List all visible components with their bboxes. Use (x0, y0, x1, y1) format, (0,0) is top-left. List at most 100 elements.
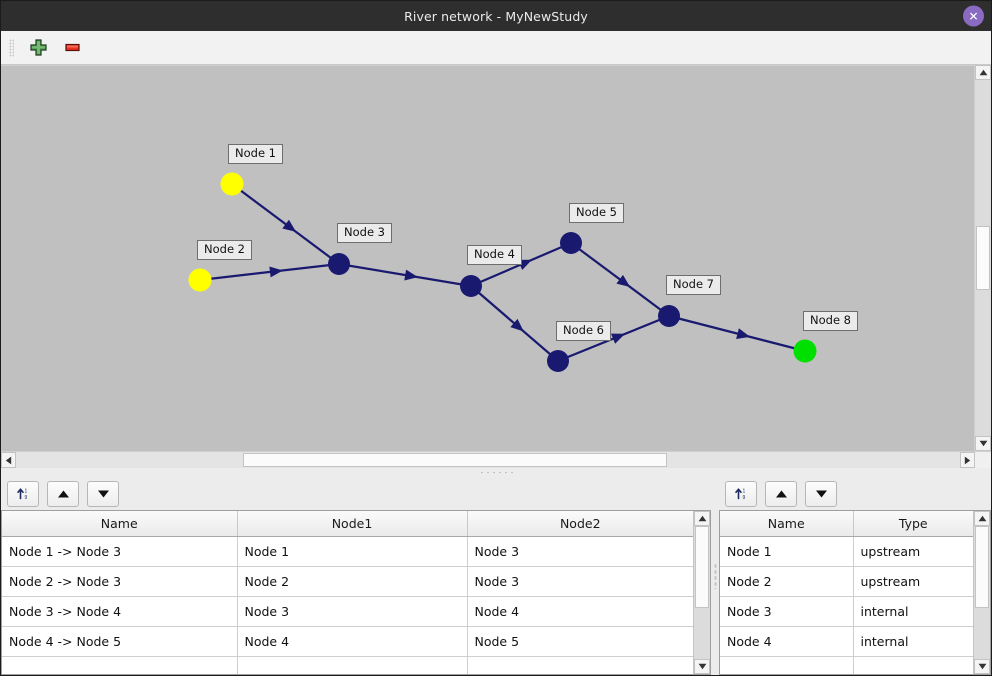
branch-vertical-scrollbar[interactable] (693, 511, 710, 674)
table-row-empty[interactable] (720, 656, 973, 674)
table-cell[interactable]: Node 1 (720, 536, 854, 567)
table-cell[interactable]: Node 2 (720, 566, 854, 597)
graph-node[interactable] (560, 232, 582, 254)
table-cell[interactable]: Node 1 (237, 536, 468, 567)
branch-move-down-icon[interactable] (87, 480, 119, 507)
graph-edge[interactable] (338, 262, 472, 288)
table-cell-empty[interactable] (720, 656, 854, 674)
graph-node-label[interactable]: Node 3 (337, 223, 392, 243)
graph-node[interactable] (460, 275, 482, 297)
toolbar-grip[interactable] (9, 38, 14, 57)
node-vscroll-track[interactable] (974, 526, 990, 659)
canvas-vscroll-thumb[interactable] (976, 225, 990, 291)
delete-minus-icon[interactable] (62, 38, 82, 58)
table-cell[interactable]: Node 3 (467, 536, 693, 567)
scroll-right-arrow-icon[interactable] (960, 452, 975, 468)
canvas-hscroll-thumb[interactable] (242, 453, 668, 467)
graph-node-label[interactable]: Node 8 (803, 311, 858, 331)
scrollbar-corner (975, 452, 991, 468)
table-cell-empty[interactable] (467, 656, 693, 674)
vertical-splitter[interactable] (711, 477, 719, 675)
table-cell[interactable]: Node 2 -> Node 3 (2, 566, 238, 597)
branch-vscroll-thumb[interactable] (695, 526, 709, 609)
branch-scroll-down-arrow-icon[interactable] (694, 659, 710, 674)
node-sort-icon[interactable]: 1 9 (725, 480, 757, 507)
graph-node[interactable] (793, 339, 817, 363)
window-title: River network - MyNewStudy (404, 8, 588, 24)
table-cell[interactable]: Node 3 -> Node 4 (2, 596, 238, 627)
table-cell[interactable]: Node 5 (467, 626, 693, 657)
scroll-up-arrow-icon[interactable] (975, 65, 991, 80)
network-canvas[interactable]: Node 1 Node 2 Node 3 Node 4 Node 5 Node 6 Node… (1, 65, 974, 451)
table-row-empty[interactable] (2, 656, 693, 674)
table-cell-empty[interactable] (2, 656, 238, 674)
column-header[interactable]: Type (853, 511, 973, 537)
node-vscroll-thumb[interactable] (975, 526, 989, 609)
node-scroll-down-arrow-icon[interactable] (974, 659, 990, 674)
graph-node-label[interactable]: Node 5 (569, 203, 624, 223)
table-cell[interactable]: Node 4 (720, 626, 854, 657)
branch-sort-icon[interactable]: 1 9 (7, 480, 39, 507)
scroll-down-arrow-icon[interactable] (975, 436, 991, 451)
column-header[interactable]: Node1 (237, 511, 468, 537)
canvas-horizontal-scrollbar[interactable] (1, 451, 991, 468)
table-cell-empty[interactable] (853, 656, 973, 674)
table-cell[interactable]: Node 3 (467, 566, 693, 597)
table-cell[interactable]: Node 3 (720, 596, 854, 627)
table-cell[interactable]: upstream (853, 536, 973, 567)
canvas-vertical-scrollbar[interactable] (974, 65, 991, 451)
add-plus-icon[interactable] (28, 38, 48, 58)
node-move-up-icon[interactable] (765, 480, 797, 507)
table-cell[interactable]: Node 3 (237, 596, 468, 627)
column-header[interactable]: Name (2, 511, 238, 537)
graph-node-label[interactable]: Node 4 (467, 245, 522, 265)
table-cell[interactable]: Node 4 (237, 626, 468, 657)
table-cell[interactable]: upstream (853, 566, 973, 597)
graph-node-label[interactable]: Node 6 (556, 321, 611, 341)
scroll-left-arrow-icon[interactable] (1, 452, 16, 468)
graph-node[interactable] (547, 350, 569, 372)
branch-vscroll-track[interactable] (694, 526, 710, 659)
table-cell[interactable]: Node 2 (237, 566, 468, 597)
graph-node-label[interactable]: Node 2 (197, 240, 252, 260)
node-move-down-icon[interactable] (805, 480, 837, 507)
canvas-hscroll-track[interactable] (16, 452, 960, 468)
graph-node-label[interactable]: Node 1 (228, 144, 283, 164)
node-scroll-up-arrow-icon[interactable] (974, 511, 990, 526)
graph-edge[interactable] (668, 314, 806, 353)
graph-node[interactable] (328, 253, 350, 275)
table-cell[interactable]: Node 4 -> Node 5 (2, 626, 238, 657)
graph-edge[interactable] (231, 183, 340, 265)
graph-edge[interactable] (199, 262, 340, 282)
graph-node[interactable] (220, 172, 244, 196)
table-cell-empty[interactable] (237, 656, 468, 674)
table-cell[interactable]: Node 1 -> Node 3 (2, 536, 238, 567)
column-header[interactable]: Name (720, 511, 854, 537)
node-vertical-scrollbar[interactable] (973, 511, 990, 674)
close-icon[interactable]: ✕ (963, 5, 984, 27)
column-header[interactable]: Node2 (467, 511, 693, 537)
graph-node[interactable] (188, 268, 212, 292)
horizontal-splitter[interactable] (1, 468, 991, 477)
table-cell[interactable]: internal (853, 626, 973, 657)
canvas-vscroll-track[interactable] (975, 80, 991, 436)
graph-node-label[interactable]: Node 7 (666, 275, 721, 295)
branch-scroll-up-arrow-icon[interactable] (694, 511, 710, 526)
graph-node[interactable] (658, 305, 680, 327)
table-cell[interactable]: Node 4 (467, 596, 693, 627)
table-cell[interactable]: internal (853, 596, 973, 627)
branch-move-up-icon[interactable] (47, 480, 79, 507)
